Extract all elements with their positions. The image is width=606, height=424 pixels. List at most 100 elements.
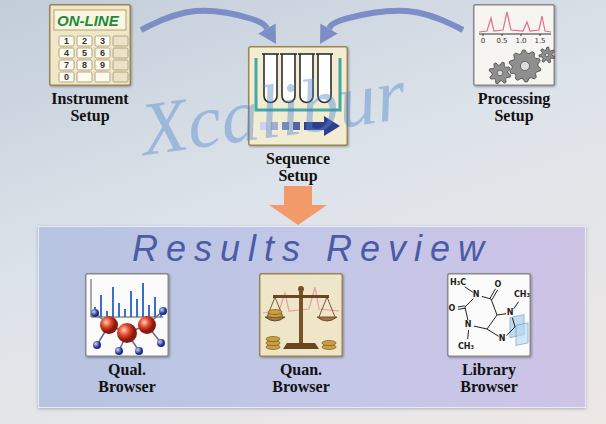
chemical-bond <box>492 290 498 300</box>
keypad-key <box>95 36 110 46</box>
test-tube <box>300 54 313 103</box>
node-label: Instrument Setup <box>47 90 133 124</box>
glass-panel <box>516 323 528 346</box>
axis-tick <box>521 34 522 36</box>
processing-setup-node: Processing Setup <box>466 4 562 124</box>
icon-frame <box>249 47 348 146</box>
icon-frame <box>260 274 343 357</box>
keypad-key <box>59 48 74 58</box>
icon-graphic <box>49 4 131 86</box>
keypad-key <box>59 36 74 46</box>
node-label: Quan. Browser <box>258 361 344 395</box>
atom-sphere <box>138 316 156 334</box>
balance-pan <box>317 317 337 321</box>
coin <box>268 310 282 315</box>
spectrum-bar <box>142 283 144 317</box>
chemical-bond <box>497 314 506 315</box>
atom-sphere <box>135 347 143 355</box>
instrument-setup-node: Instrument Setup <box>42 4 138 124</box>
qual-browser-node: Qual. Browser <box>77 273 177 395</box>
keypad-key <box>59 60 74 70</box>
axis-tick <box>502 34 503 36</box>
balance-knob <box>298 286 304 292</box>
icon-frame <box>474 5 555 86</box>
spectrum-bar <box>154 297 156 317</box>
axis-line <box>91 279 163 317</box>
tube-rim <box>298 53 315 55</box>
tube-rim <box>316 53 333 55</box>
spectrum-bar <box>112 287 114 317</box>
flow-arrow <box>141 11 267 30</box>
atom-sphere <box>91 309 99 317</box>
icon-graphic <box>447 273 531 357</box>
arrow-body <box>304 122 324 130</box>
keypad-key <box>95 72 110 82</box>
icon-frame <box>86 274 169 357</box>
gear <box>539 47 555 63</box>
results-panel: Results ReviewQual. Browser Quan. Browser… <box>38 226 586 408</box>
test-tube <box>264 54 277 103</box>
test-tube <box>282 54 295 103</box>
arrow-dash <box>260 122 267 130</box>
spectrum-bar <box>100 295 102 317</box>
balance-base <box>283 343 319 349</box>
chemical-bond <box>487 315 497 329</box>
keypad-key <box>113 72 128 82</box>
test-tube <box>318 54 331 103</box>
chemical-bond <box>467 330 469 339</box>
arrow-dash <box>271 122 278 130</box>
display-window <box>54 10 126 30</box>
chemical-bond <box>465 307 468 320</box>
keypad-key <box>113 60 128 70</box>
axis-tick <box>483 34 484 36</box>
chemical-bond <box>458 308 465 309</box>
flow-arrow <box>329 11 463 30</box>
atom-sphere <box>117 323 137 343</box>
tube-rim <box>262 53 279 55</box>
chemical-bond <box>491 299 497 315</box>
coin <box>266 337 280 342</box>
keypad-key <box>77 48 92 58</box>
gear <box>509 50 541 82</box>
balance-chain <box>327 297 335 317</box>
chemical-bond <box>458 306 465 307</box>
atom-sphere <box>157 339 165 347</box>
tube-rim <box>280 53 297 55</box>
icon-graphic <box>85 273 169 357</box>
icon-graphic <box>259 273 343 357</box>
atom-sphere <box>115 347 123 355</box>
node-label: Processing Setup <box>471 90 557 124</box>
coin <box>322 341 336 346</box>
arrow-dash <box>282 122 289 130</box>
library-browser-node: Library Browser <box>439 273 539 395</box>
spectrum-bar <box>124 309 126 317</box>
chemical-bond <box>465 299 473 307</box>
quan-browser-node: Quan. Browser <box>251 273 351 395</box>
arrow-tip <box>324 116 340 136</box>
chemical-bond <box>490 289 496 299</box>
spectrum-bar <box>130 291 132 317</box>
atom-sphere <box>100 316 118 334</box>
chemical-bond <box>512 318 515 327</box>
keypad-key <box>95 60 110 70</box>
gear <box>489 62 511 84</box>
chromatogram-trace <box>479 12 551 32</box>
gear-hub <box>545 53 549 57</box>
node-label: Qual. Browser <box>84 361 170 395</box>
keypad-key <box>113 36 128 46</box>
icon-graphic <box>248 46 348 146</box>
node-label: Library Browser <box>446 361 532 395</box>
chemical-bond <box>507 327 515 335</box>
chemical-bond <box>514 302 519 309</box>
icon-frame <box>448 274 531 357</box>
keypad-key <box>95 48 110 58</box>
keypad-key <box>59 72 74 82</box>
atom-sphere <box>93 341 101 349</box>
keypad-key <box>113 48 128 58</box>
panel-title: Results Review <box>39 227 585 269</box>
chemical-bond <box>482 296 491 299</box>
flow-arrow <box>284 186 312 205</box>
atom-sphere <box>159 307 167 315</box>
gear-hub <box>520 61 529 70</box>
